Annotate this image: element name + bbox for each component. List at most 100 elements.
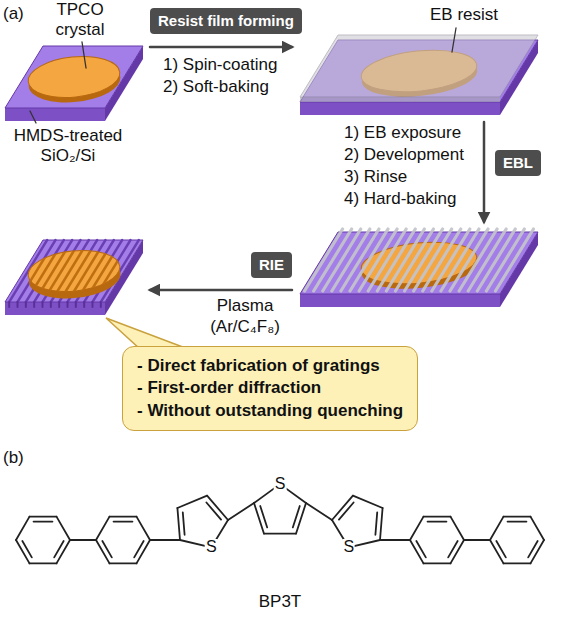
single-bond (150, 539, 180, 541)
double-bond (54, 541, 63, 557)
ring-bond (410, 517, 424, 540)
ring-bond (254, 503, 264, 534)
substrate-front (5, 302, 105, 315)
ring-bond (96, 540, 110, 563)
ring-bond (264, 533, 296, 535)
ring-bond (177, 496, 207, 508)
single-bond (464, 539, 490, 541)
grating-notch (100, 302, 102, 307)
double-bond (102, 541, 111, 557)
leader-line (30, 111, 36, 123)
crystal-grating-ridge (34, 240, 72, 302)
ring-bond (451, 540, 465, 563)
double-bond (496, 541, 505, 557)
double-bond (22, 541, 31, 557)
substrate-illustration (5, 240, 143, 315)
step-label: 3) Rinse (344, 167, 407, 187)
crystal-grating-ridge (43, 240, 81, 302)
crystal-grating-ridge (101, 240, 139, 302)
ring-bond (30, 516, 57, 518)
step-tag-text: RIE (259, 256, 284, 274)
panel-letter: (a) (3, 4, 24, 24)
crystal-grating-ridge (9, 240, 47, 302)
double-bond (134, 541, 143, 557)
tpco-crystal (26, 246, 122, 295)
ring-bond (96, 517, 110, 540)
substrate-top (5, 240, 143, 302)
single-bond (380, 539, 410, 541)
resist-line (477, 229, 515, 291)
step-label: 4) Hard-baking (344, 189, 456, 209)
process-arrow (150, 289, 292, 292)
double-bond (114, 521, 133, 523)
step-label: 2) Soft-baking (163, 77, 269, 97)
grating-notch (33, 302, 35, 307)
compound-name: BP3T (259, 592, 302, 612)
step-tag-text: Resist film forming (158, 12, 294, 30)
ring-bond (16, 540, 30, 563)
callout-text: - Without outstanding quenching (137, 400, 403, 422)
grating-notch (42, 302, 44, 307)
ring-bond (30, 562, 57, 564)
ring-bond (424, 562, 451, 564)
callout-text: - Direct fabrication of gratings (137, 355, 403, 377)
crystal-grating-ridge (76, 240, 114, 302)
callout-pointer (106, 318, 188, 349)
grating-notch (17, 302, 19, 307)
double-bond (183, 512, 185, 534)
atom-label: S (205, 539, 218, 555)
substrate-top (5, 46, 143, 108)
atom-label: S (274, 476, 287, 492)
process-arrow (150, 46, 292, 49)
ring-bond (380, 508, 383, 540)
ring-bond (207, 496, 228, 520)
substrate-illustration (300, 35, 538, 115)
grating-notch (92, 302, 94, 307)
double-bond (339, 503, 354, 520)
step-tag-text: EBL (503, 154, 533, 172)
step-tag: RIE (251, 252, 292, 278)
ring-bond (504, 562, 531, 564)
part-name: HMDS-treated SiO₂/Si (7, 126, 129, 165)
ring-bond (531, 540, 545, 563)
substrate-front (300, 102, 500, 115)
grating-notch (25, 302, 27, 307)
crystal-grating-ridge (93, 240, 131, 302)
resist-line (486, 229, 524, 291)
crystal-grating-ridge (18, 240, 56, 302)
grating-notch (58, 302, 60, 307)
substrate-front (5, 108, 105, 121)
substrate-front (300, 294, 500, 307)
ring-bond (490, 540, 504, 563)
ring-bond (424, 516, 451, 518)
crystal-grating (9, 240, 139, 302)
step-tag: Resist film forming (150, 8, 302, 34)
ring-bond (531, 517, 545, 540)
process-arrow (483, 122, 486, 222)
callout-text: - First-order diffraction (137, 377, 403, 399)
atom-label: S (342, 539, 355, 555)
condition-label: (Ar/C₄F₈) (210, 317, 280, 337)
double-bond (293, 506, 300, 527)
bp3t-structure (16, 484, 544, 563)
ring-bond (177, 508, 180, 540)
ring-bond (137, 517, 151, 540)
ring-bond (110, 516, 137, 518)
double-bond (34, 521, 53, 523)
step-label: 2) Development (344, 145, 464, 165)
ring-bond (332, 496, 353, 520)
ring-bond (490, 517, 504, 540)
single-bond (70, 539, 96, 541)
double-bond (375, 512, 377, 534)
double-bond (260, 506, 267, 527)
condition-label: Plasma (217, 296, 274, 316)
crystal-grating-ridge (68, 240, 106, 302)
ring-bond (57, 540, 71, 563)
grating-notch (8, 302, 10, 307)
callout-box: - Direct fabrication of gratings- First-… (122, 346, 418, 431)
single-bond (306, 503, 332, 520)
crystal-grating-ridge (51, 240, 89, 302)
resist-edge (300, 97, 500, 102)
